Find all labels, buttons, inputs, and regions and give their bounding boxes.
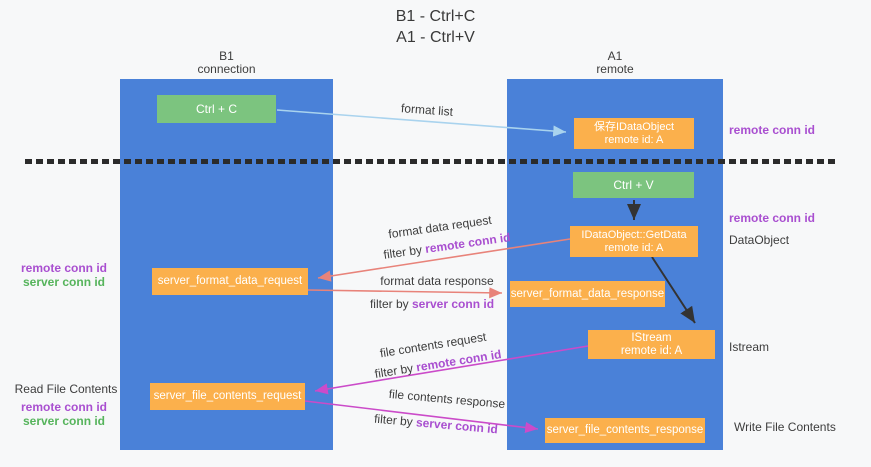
filter-by-text: filter by bbox=[369, 297, 412, 311]
server-conn-id-text: server conn id bbox=[411, 297, 495, 311]
read-file-contents-label: Read File Contents bbox=[14, 382, 118, 396]
diagram-title: B1 - Ctrl+C A1 - Ctrl+V bbox=[0, 6, 871, 48]
arrow-format-data-response bbox=[307, 287, 503, 299]
ctrl-v-label: Ctrl + V bbox=[613, 177, 654, 192]
istream-line2: remote id: A bbox=[620, 344, 683, 357]
lifeline-header-a1: A1 remote bbox=[507, 50, 723, 76]
left-mid-remote-conn-id-label: remote conn id bbox=[20, 261, 107, 275]
ctrl-c-action-box: Ctrl + C bbox=[157, 95, 276, 123]
save-idataobject-line2: remote id: A bbox=[604, 133, 664, 146]
arrow-getdata-to-istream bbox=[651, 256, 696, 324]
save-idataobject-box: 保存IDataObject remote id: A bbox=[574, 118, 694, 149]
ctrl-c-label: Ctrl + C bbox=[195, 101, 237, 116]
write-file-contents-label: Write File Contents bbox=[734, 420, 836, 434]
ctrl-v-action-box: Ctrl + V bbox=[573, 172, 694, 198]
getdata-line2: remote id: A bbox=[604, 241, 664, 254]
title-line-1: B1 - Ctrl+C bbox=[395, 8, 476, 25]
server-file-contents-request-label: server_file_contents_request bbox=[153, 390, 302, 402]
left-mid-server-conn-id-label: server conn id bbox=[22, 275, 106, 289]
left-bot-remote-conn-id-label: remote conn id bbox=[20, 400, 107, 414]
dataobject-label: DataObject bbox=[729, 233, 790, 247]
title-line-2: A1 - Ctrl+V bbox=[396, 29, 475, 46]
arrow-format-list bbox=[276, 109, 567, 137]
getdata-line1: IDataObject::GetData bbox=[581, 228, 687, 241]
server-format-data-response-box: server_format_data_response bbox=[510, 281, 665, 307]
lifeline-a1-title: A1 bbox=[607, 49, 623, 63]
arrow-file-contents-response bbox=[304, 400, 539, 434]
server-format-data-request-box: server_format_data_request bbox=[152, 268, 308, 295]
server-file-contents-response-label: server_file_contents_response bbox=[546, 424, 704, 436]
istream-side-label: Istream bbox=[729, 340, 770, 354]
left-bot-server-conn-id-label: server conn id bbox=[22, 414, 106, 428]
right-top-remote-conn-id-label: remote conn id bbox=[729, 123, 816, 137]
left-bot-conn-id-labels: remote conn id server conn id bbox=[18, 400, 110, 428]
istream-box: IStream remote id: A bbox=[588, 330, 715, 359]
lifeline-b1-subtitle: connection bbox=[197, 62, 256, 76]
lifeline-b1-title: B1 bbox=[219, 49, 234, 63]
server-file-contents-response-box: server_file_contents_response bbox=[545, 418, 705, 443]
server-format-data-request-label: server_format_data_request bbox=[157, 275, 303, 287]
format-data-response-label: format data response bbox=[380, 274, 494, 288]
server-format-data-response-label: server_format_data_response bbox=[510, 287, 665, 300]
right-mid-remote-conn-id-label: remote conn id bbox=[729, 211, 816, 225]
left-mid-conn-id-labels: remote conn id server conn id bbox=[18, 261, 110, 289]
filter-by-server-conn-id-label-1: filter by server conn id bbox=[370, 297, 494, 311]
session-divider-dashed-line bbox=[25, 159, 835, 164]
istream-line1: IStream bbox=[631, 331, 672, 344]
save-idataobject-line1: 保存IDataObject bbox=[593, 120, 675, 133]
idataobject-getdata-box: IDataObject::GetData remote id: A bbox=[570, 226, 698, 257]
lifeline-header-b1: B1 connection bbox=[120, 50, 333, 76]
lifeline-a1-subtitle: remote bbox=[596, 62, 634, 76]
arrow-format-data-request bbox=[317, 238, 571, 282]
arrow-file-contents-request bbox=[314, 345, 589, 395]
server-file-contents-request-box: server_file_contents_request bbox=[150, 383, 305, 410]
